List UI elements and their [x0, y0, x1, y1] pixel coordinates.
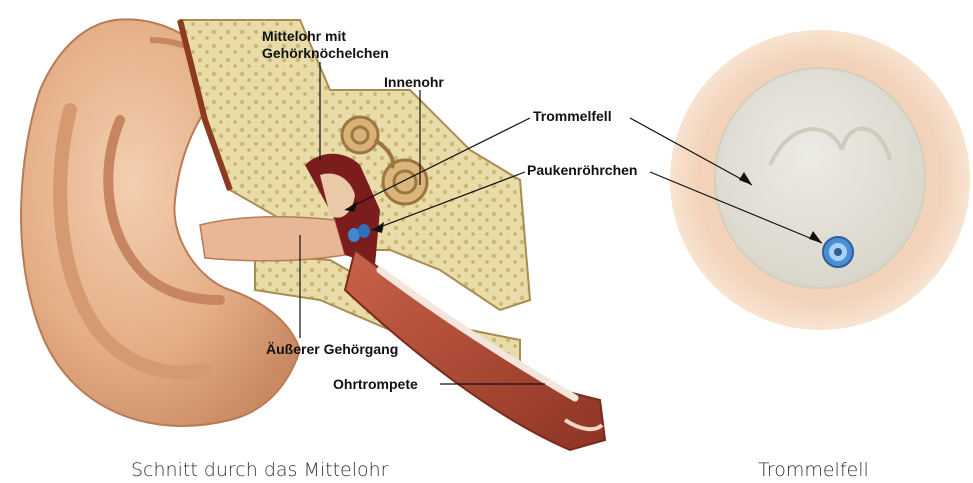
eardrum-tube-icon — [823, 237, 853, 267]
label-mittelohr-line2: Gehörknöchelchen — [262, 45, 389, 62]
label-ohrtrompete: Ohrtrompete — [333, 376, 418, 393]
label-mittelohr: Mittelohr mit Gehörknöchelchen — [262, 28, 389, 62]
eardrum-illustration — [670, 30, 970, 330]
label-paukenroehrchen: Paukenröhrchen — [527, 162, 637, 179]
caption-left: Schnitt durch das Mittelohr — [131, 459, 389, 481]
label-mittelohr-line1: Mittelohr mit — [262, 28, 389, 45]
label-trommelfell: Trommelfell — [533, 108, 612, 125]
caption-right: Trommelfell — [758, 459, 869, 481]
ear-canal-illustration — [200, 217, 345, 261]
label-gehoergang: Äußerer Gehörgang — [266, 341, 398, 358]
label-innenohr: Innenohr — [384, 74, 444, 91]
